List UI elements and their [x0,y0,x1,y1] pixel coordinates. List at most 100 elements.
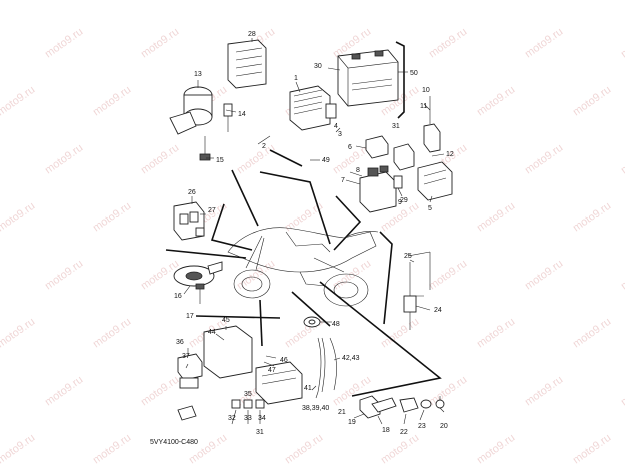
callout-9[interactable]: 9 [398,199,402,206]
watermark-text: moto9.ru [139,142,181,177]
watermark-text: moto9.ru [475,0,517,2]
watermark-text: moto9.ru [43,142,85,177]
relay-6[interactable] [365,135,389,159]
watermark-text: moto9.ru [0,0,37,2]
watermark-text: moto9.ru [571,432,613,467]
callout-6[interactable]: 6 [348,144,352,151]
callout-10[interactable]: 10 [422,87,430,94]
callout-34[interactable]: 34 [258,415,266,422]
callout-12[interactable]: 12 [446,151,454,158]
watermark-text: moto9.ru [619,26,625,61]
callout-14[interactable]: 14 [238,111,246,118]
rectifier-regulator[interactable] [289,85,337,131]
bolt-15[interactable] [199,136,211,161]
watermark-text: moto9.ru [379,0,421,2]
callout-15[interactable]: 15 [216,157,224,164]
wire-harness-38-40[interactable] [317,337,337,393]
callout-4[interactable]: 4 [334,123,338,130]
callout-50[interactable]: 50 [410,70,418,77]
callout-48[interactable]: 48 [332,321,340,328]
callout-32[interactable]: 32 [228,415,236,422]
callout-18[interactable]: 18 [382,427,390,434]
callout-17[interactable]: 17 [186,313,194,320]
callout-36[interactable]: 36 [176,339,184,346]
watermark-text: moto9.ru [571,316,613,351]
callout-21[interactable]: 21 [338,409,346,416]
callout-44[interactable]: 44 [208,329,216,336]
callout-20[interactable]: 20 [440,423,448,430]
callout-30[interactable]: 30 [314,63,322,70]
callout-31-bottom[interactable]: 31 [256,429,264,436]
callout-5[interactable]: 5 [428,205,432,212]
callout-45[interactable]: 45 [222,317,230,324]
callout-33[interactable]: 33 [244,415,252,422]
ignitor-unit[interactable] [227,39,267,89]
callout-7[interactable]: 7 [341,177,345,184]
watermark-text: moto9.ru [475,432,517,467]
watermark-text: moto9.ru [43,258,85,293]
fuse-9[interactable] [393,175,403,189]
watermark-text: moto9.ru [475,316,517,351]
watermark-text: moto9.ru [0,432,37,467]
watermark-text: moto9.ru [523,258,565,293]
watermark-text: moto9.ru [619,374,625,409]
starter-relay[interactable] [359,165,397,213]
callout-31-top[interactable]: 31 [392,123,400,130]
battery-band[interactable] [395,41,405,119]
callout-16[interactable]: 16 [174,293,182,300]
watermark-text: moto9.ru [0,84,37,119]
diagram-code: 5VY4100-C480 [150,439,198,446]
thin-leaders [183,38,445,425]
callout-25[interactable]: 25 [404,253,412,260]
callout-26[interactable]: 26 [188,189,196,196]
callout-8[interactable]: 8 [356,167,360,174]
bolt-17[interactable] [195,283,205,304]
bracket-26[interactable] [173,201,205,241]
watermark-text: moto9.ru [283,200,325,235]
watermark-text: moto9.ru [43,374,85,409]
callout-13[interactable]: 13 [194,71,202,78]
callout-49[interactable]: 49 [322,157,330,164]
callout-24[interactable]: 24 [434,307,442,314]
callout-35[interactable]: 35 [244,391,252,398]
horn[interactable] [173,261,223,287]
watermark-text: moto9.ru [523,142,565,177]
callout-37[interactable]: 37 [182,353,190,360]
watermark-text: moto9.ru [91,432,133,467]
watermark-text: moto9.ru [139,374,181,409]
callout-11[interactable]: 11 [420,103,427,110]
battery[interactable] [337,49,399,107]
callout-19[interactable]: 19 [348,419,356,426]
callout-22[interactable]: 22 [400,429,408,436]
watermark-text: moto9.ru [571,0,613,2]
callout-41[interactable]: 41 [304,385,312,392]
watermark-text: moto9.ru [283,0,325,2]
fuse-box[interactable] [417,161,453,201]
watermark-text: moto9.ru [187,432,229,467]
watermark-text: moto9.ru [235,258,277,293]
callout-23[interactable]: 23 [418,423,426,430]
watermark-text: moto9.ru [475,84,517,119]
watermark-text: moto9.ru [0,200,37,235]
callout-42-43[interactable]: 42,43 [342,355,360,362]
watermark-text: moto9.ru [139,26,181,61]
callout-46[interactable]: 46 [280,357,288,364]
callout-27[interactable]: 27 [208,207,216,214]
callout-38-39-40[interactable]: 38,39,40 [302,405,329,412]
key[interactable] [223,103,233,132]
tail-assembly[interactable] [177,325,303,421]
callout-28[interactable]: 28 [248,31,256,38]
main-switch[interactable] [169,86,213,135]
sensor-24[interactable] [403,251,431,330]
callout-29[interactable]: 29 [400,197,408,204]
watermark-text: moto9.ru [91,0,133,2]
callout-2[interactable]: 2 [262,143,266,150]
callout-1[interactable]: 1 [294,75,298,82]
callout-47[interactable]: 47 [268,367,276,374]
side-stand-switch[interactable] [359,395,445,419]
clamp-48[interactable] [303,316,321,328]
relay-31[interactable] [393,143,415,171]
callout-3[interactable]: 3 [338,131,342,138]
